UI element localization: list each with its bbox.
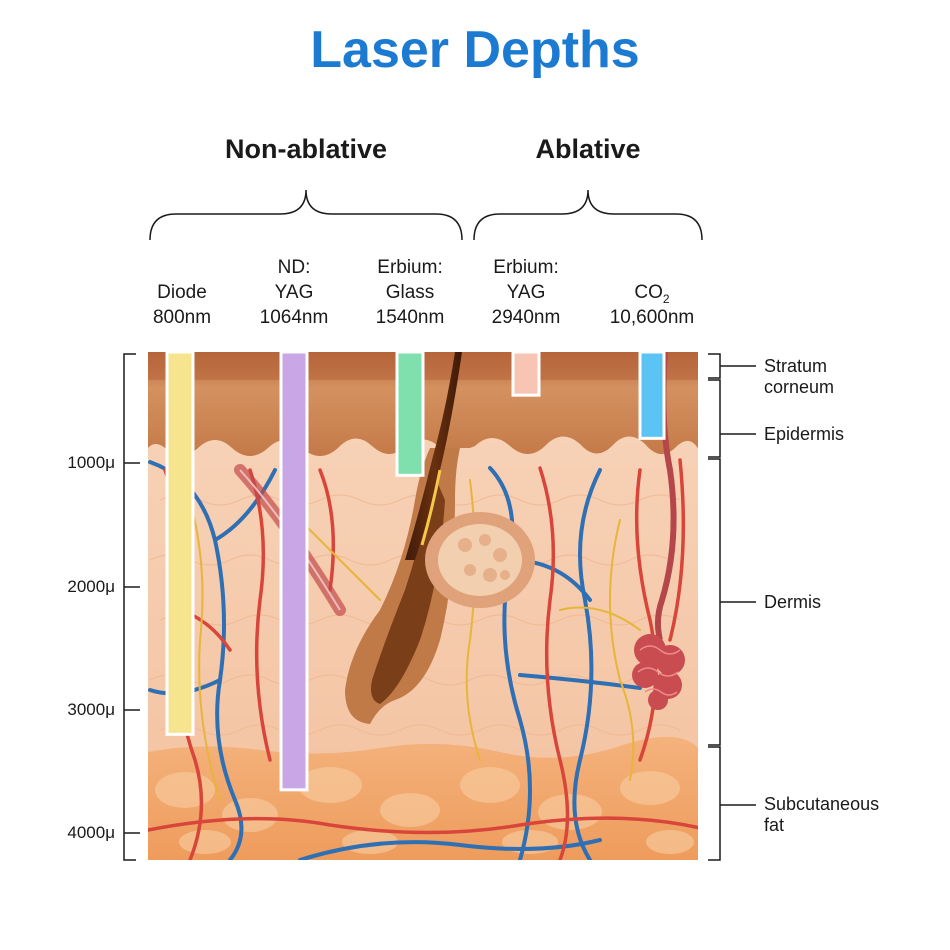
fat-bracket [708,746,721,861]
laser-bar-erbium-yag [511,350,541,397]
laser-label-co2: CO2 10,600nm [590,280,714,330]
laser-name: Erbium: [493,257,559,278]
laser-name: Erbium: [377,257,443,278]
layer-label-line: corneum [764,377,835,397]
nerves [179,469,641,801]
laser-wavelength: 10,600nm [609,307,695,328]
depth-axis [123,353,140,861]
laser-bar-diode [165,350,195,736]
laser-label-diode: Diode 800nm [130,280,234,330]
co2-subscript: 2 [662,291,670,306]
stratum-corneum-bracket [708,353,721,379]
hair-nerve-glow [420,469,442,546]
laser-bar-co2 [638,350,666,440]
epidermis-label: Epidermis [764,424,845,444]
laser-bar-nd-yag [279,350,309,792]
laser-bars [165,350,666,792]
depth-axis-bracket [123,353,136,861]
layer-label-line: fat [764,815,785,835]
laser-name-line2: YAG [274,282,314,303]
ablative-brace [473,189,703,241]
dermis-bracket [708,458,721,746]
laser-name: Diode [157,282,207,303]
diagram-title: Laser Depths [310,21,640,79]
layer-label-line: Stratum [764,356,828,376]
depth-label-4000: 4000μ [67,823,115,842]
laser-label-nd-yag: ND: YAG 1064nm [242,255,346,330]
non-ablative-brace [149,189,463,241]
epidermis-bracket [708,379,721,458]
layer-brackets [708,353,756,861]
laser-wavelength: 2940nm [491,307,561,328]
depth-label-3000: 3000μ [67,700,115,719]
ablative-label: Ablative [535,134,641,164]
laser-name-line2: Glass [385,282,435,303]
hair-shaft [405,352,462,560]
gland-cells [458,534,510,582]
laser-name-line2: YAG [506,282,546,303]
laser-wavelength: 1064nm [259,307,329,328]
depth-label-2000: 2000μ [67,577,115,596]
laser-wavelength: 1540nm [375,307,445,328]
laser-label-erbium-yag: Erbium: YAG 2940nm [474,255,578,330]
subcutaneous-fat-label: Subcutaneous fat [764,794,879,836]
sebaceous-gland-inner [438,524,522,596]
co2-main: CO [634,282,663,303]
layer-label-line: Subcutaneous [764,794,880,814]
laser-name: ND: [277,257,311,278]
laser-wavelength: 800nm [152,307,212,328]
dermis-label: Dermis [764,592,821,612]
depth-label-1000: 1000μ [67,453,115,472]
laser-name: CO2 [590,280,714,305]
sweat-gland-coils [637,645,681,696]
stratum-corneum-label: Stratum corneum [764,356,834,398]
laser-bar-erbium-glass [395,350,425,477]
non-ablative-label: Non-ablative [224,134,388,164]
laser-label-erbium-glass: Erbium: Glass 1540nm [358,255,462,330]
